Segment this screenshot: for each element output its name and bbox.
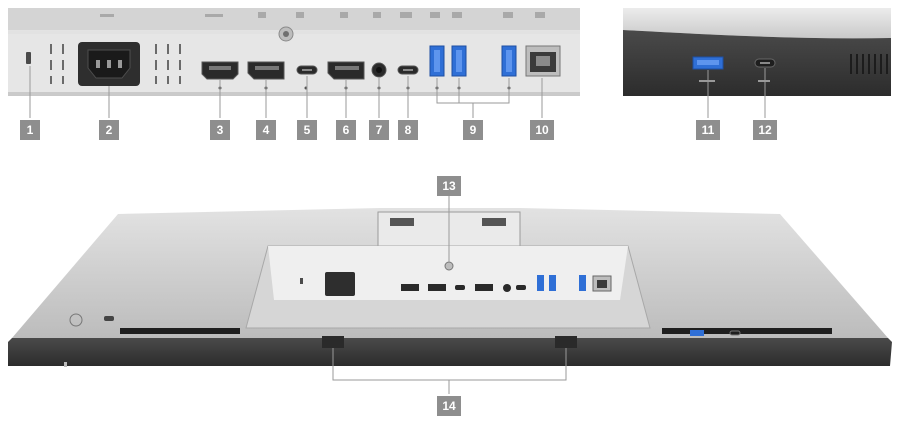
quick-access-usb-c-port — [754, 58, 776, 68]
callout-7: 7 — [369, 120, 389, 140]
callout-13: 13 — [437, 176, 461, 196]
callout-9: 9 — [463, 120, 483, 140]
callout-1: 1 — [20, 120, 40, 140]
callout-4: 4 — [256, 120, 276, 140]
callout-10: 10 — [530, 120, 554, 140]
usb-c-downstream-port — [397, 65, 419, 75]
side-ports-closeup — [623, 8, 891, 96]
callout-5: 5 — [297, 120, 317, 140]
callout-2: 2 — [99, 120, 119, 140]
rear-io-closeup — [8, 8, 580, 96]
security-lock-slot — [26, 52, 31, 64]
leader-lines-top-left — [29, 66, 543, 118]
usb-c-upstream-port — [296, 65, 318, 75]
displayport-in-port — [247, 61, 285, 80]
monitor-rear-view — [8, 208, 892, 367]
quick-access-usb-a-port — [692, 56, 724, 70]
callout-8: 8 — [398, 120, 418, 140]
cable-clip-left — [322, 336, 344, 348]
callout-6: 6 — [336, 120, 356, 140]
hdmi-port — [201, 61, 239, 80]
callout-11: 11 — [696, 120, 720, 140]
leader-lines-top-right — [707, 68, 766, 118]
displayport-out-port — [327, 61, 365, 80]
rj45-port — [525, 45, 561, 77]
callout-14: 14 — [437, 396, 461, 416]
leader-lines-bottom — [332, 196, 567, 394]
usb-a-downstream-ports — [429, 45, 517, 77]
callout-12: 12 — [753, 120, 777, 140]
callout-3: 3 — [210, 120, 230, 140]
power-connector — [78, 42, 140, 86]
cable-clip-right — [555, 336, 577, 348]
